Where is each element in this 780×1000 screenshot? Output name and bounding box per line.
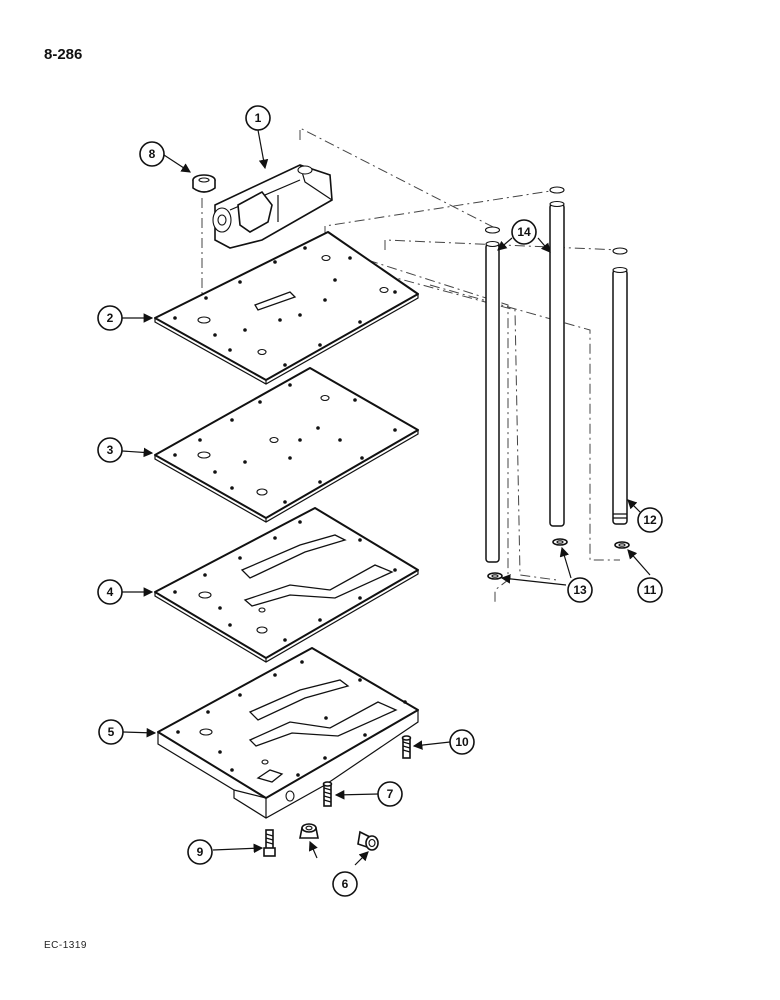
- callout-5: 5: [98, 719, 124, 745]
- svg-text:14: 14: [517, 225, 531, 239]
- leader-lines: [121, 129, 651, 866]
- svg-text:7: 7: [387, 787, 394, 801]
- gasket-plate: [154, 507, 419, 663]
- callout-9: 9: [187, 839, 213, 865]
- callout-6: 6: [332, 871, 358, 897]
- callout-12: 12: [637, 507, 663, 533]
- top-plate: [154, 231, 419, 385]
- plug-part: [192, 174, 216, 193]
- middle-plate: [154, 367, 419, 523]
- svg-text:13: 13: [573, 583, 587, 597]
- callout-7: 7: [377, 781, 403, 807]
- callout-11: 11: [637, 577, 663, 603]
- tube-right: [612, 247, 628, 525]
- callout-2: 2: [97, 305, 123, 331]
- callout-10: 10: [449, 729, 475, 755]
- callout-14: 14: [511, 219, 537, 245]
- screw-9: [263, 829, 276, 857]
- svg-text:1: 1: [255, 111, 262, 125]
- svg-text:6: 6: [342, 877, 349, 891]
- svg-text:10: 10: [455, 735, 469, 749]
- screw-7: [322, 781, 333, 807]
- svg-text:5: 5: [108, 725, 115, 739]
- page-number: 8-286: [44, 46, 83, 63]
- svg-text:3: 3: [107, 443, 114, 457]
- callout-8: 8: [139, 141, 165, 167]
- figure-code: EC-1319: [44, 940, 87, 951]
- callout-3: 3: [97, 437, 123, 463]
- svg-text:4: 4: [107, 585, 114, 599]
- svg-text:2: 2: [107, 311, 114, 325]
- base-plate: [157, 647, 419, 819]
- plug-6a: [299, 823, 319, 839]
- svg-text:11: 11: [644, 583, 657, 597]
- tube-middle: [549, 186, 565, 527]
- seal-rings: [487, 538, 630, 580]
- plug-6b: [357, 830, 379, 851]
- screw-10: [401, 735, 412, 759]
- callout-4: 4: [97, 579, 123, 605]
- svg-text:8: 8: [149, 147, 156, 161]
- callout-13: 13: [567, 577, 593, 603]
- valve-body: [212, 164, 333, 249]
- svg-text:9: 9: [197, 845, 204, 859]
- tube-left: [484, 226, 501, 563]
- svg-text:12: 12: [643, 513, 657, 527]
- callout-1: 1: [245, 105, 271, 131]
